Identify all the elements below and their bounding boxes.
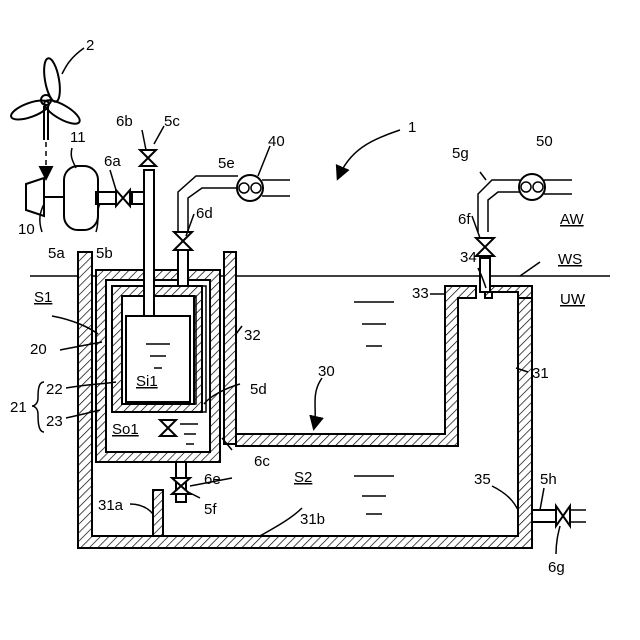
bracket-21	[32, 382, 44, 432]
water-level-marks-si1	[146, 344, 170, 368]
cap-33	[485, 286, 532, 298]
label-vessel-23: 23	[46, 413, 63, 430]
label-valve-6c: 6c	[254, 453, 270, 470]
label-wall-33: 33	[412, 285, 429, 302]
label-pipe-5c: 5c	[164, 113, 180, 130]
label-port-34: 34	[460, 249, 477, 266]
label-space-s1: S1	[34, 289, 52, 306]
valve-6a-icon	[116, 190, 130, 206]
label-vessel-22: 22	[46, 381, 63, 398]
label-chamber-30: 30	[318, 363, 335, 380]
label-valve-6g: 6g	[548, 559, 565, 576]
label-tank: 11	[70, 129, 86, 146]
label-space-s2: S2	[294, 469, 312, 486]
valve-6c-icon	[160, 420, 176, 436]
label-unit-21: 21	[10, 399, 27, 416]
label-water-uw: UW	[560, 291, 586, 308]
pipe-5c	[144, 170, 154, 316]
machine-50-icon	[519, 174, 545, 200]
rib-31a	[153, 490, 163, 536]
label-machine-50: 50	[536, 133, 553, 150]
label-pipe-5b: 5b	[96, 245, 113, 262]
label-valve-6b: 6b	[116, 113, 133, 130]
label-valve-6f: 6f	[458, 211, 471, 228]
valve-6f-icon	[476, 238, 494, 256]
valve-6e-icon	[172, 478, 190, 494]
label-wall-31a: 31a	[98, 497, 124, 514]
label-pipe-5f: 5f	[204, 501, 217, 518]
label-pipe-5h: 5h	[540, 471, 557, 488]
label-port-35: 35	[474, 471, 491, 488]
label-unit-20: 20	[30, 341, 47, 358]
label-space-so1: So1	[112, 421, 139, 438]
pipe-5e-down	[178, 250, 188, 286]
pipe-5b	[132, 192, 144, 204]
label-air-aw: AW	[560, 211, 584, 228]
water-level-marks-uw	[354, 302, 394, 346]
label-wall-31: 31	[532, 365, 549, 382]
valve-6b-icon	[140, 150, 156, 166]
label-surface-ws: WS	[558, 251, 582, 268]
label-pipe-5d: 5d	[250, 381, 267, 398]
label-turbine: 2	[86, 37, 94, 54]
machine-40-icon	[237, 175, 263, 201]
label-compressor: 10	[18, 221, 35, 238]
water-level-marks-s2	[354, 476, 394, 514]
reference-arrow-30	[314, 378, 322, 428]
wall-32	[224, 252, 236, 444]
pipe-5g	[478, 180, 520, 232]
pipe-5h	[532, 510, 556, 522]
label-fig-ref: 1	[408, 119, 416, 136]
label-pipe-5g: 5g	[452, 145, 469, 162]
label-pipe-5e: 5e	[218, 155, 235, 172]
label-valve-6a: 6a	[104, 153, 121, 170]
label-machine-40: 40	[268, 133, 285, 150]
pipe-5e	[178, 176, 238, 232]
tank-11-icon	[64, 166, 98, 230]
valve-6d-icon	[174, 232, 192, 250]
label-pipe-5a: 5a	[48, 245, 65, 262]
label-wall-32: 32	[244, 327, 261, 344]
chamber-30-floor	[236, 286, 476, 446]
reference-arrow-1	[338, 130, 400, 178]
label-valve-6e: 6e	[204, 471, 221, 488]
valve-6g-icon	[556, 506, 570, 526]
label-valve-6d: 6d	[196, 205, 213, 222]
label-space-si1: Si1	[136, 373, 158, 390]
water-level-marks-so1	[180, 424, 198, 444]
label-wall-31b: 31b	[300, 511, 325, 528]
